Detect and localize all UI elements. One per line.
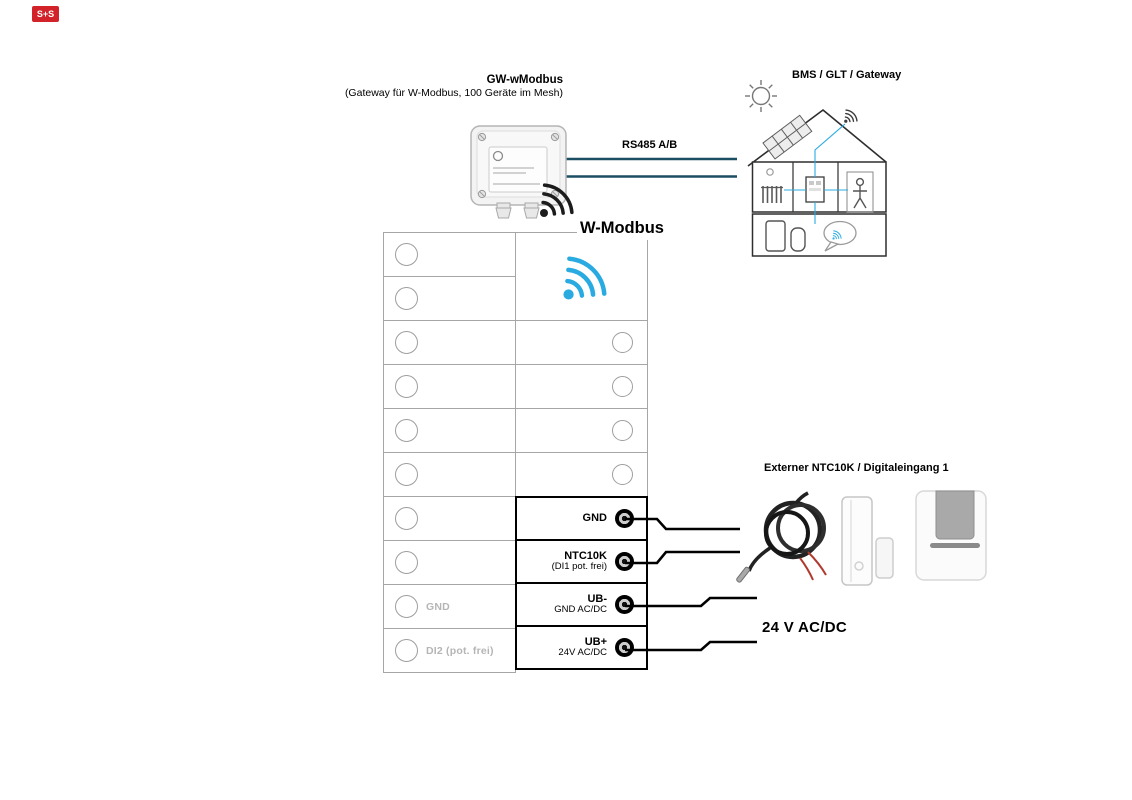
network-links xyxy=(784,123,848,224)
terminal-caption: NTC10K (DI1 pot. frei) xyxy=(552,550,607,573)
terminal-sublabel: GND AC/DC xyxy=(554,604,607,616)
person-icon xyxy=(846,171,874,213)
bms-label: BMS / GLT / Gateway xyxy=(792,69,902,81)
roof-wifi-icon xyxy=(843,109,858,124)
ntc-cable-sensor xyxy=(736,491,827,583)
gateway-device xyxy=(470,125,567,219)
terminal-cell-gnd: GND xyxy=(515,496,648,541)
terminal-right-column: GND NTC10K (DI1 pot. frei) UB- GND AC/DC xyxy=(515,232,648,670)
terminal-sublabel: (DI1 pot. frei) xyxy=(551,561,607,573)
terminal-caption: UB- GND AC/DC xyxy=(554,593,607,616)
terminal-row xyxy=(383,452,516,497)
terminal-row xyxy=(383,364,516,409)
terminal-hole xyxy=(395,287,418,310)
wmodbus-radio-cell xyxy=(515,232,648,321)
terminal-row xyxy=(383,320,516,365)
terminal-hole xyxy=(395,507,418,530)
bms-building xyxy=(747,109,887,257)
rs485-bus-lines xyxy=(566,157,737,178)
boiler-icons xyxy=(765,220,806,252)
terminal-hole xyxy=(395,639,418,662)
terminal-cell-ub-minus: UB- GND AC/DC xyxy=(515,582,648,627)
external-input-title: Externer NTC10K / Digitaleingang 1 xyxy=(764,462,949,474)
terminal-hole xyxy=(612,376,633,397)
terminal-row-gnd: GND xyxy=(383,584,516,629)
terminal-row-di2: DI2 (pot. frei) xyxy=(383,628,516,673)
voltage-label: 24 V AC/DC xyxy=(762,619,847,636)
brand-logo: S+S xyxy=(32,6,59,22)
door-contact-sensor xyxy=(841,496,894,586)
gateway-subtitle: (Gateway für W-Modbus, 100 Geräte im Mes… xyxy=(344,87,563,99)
solar-panel xyxy=(762,114,813,160)
terminal-caption: GND xyxy=(583,512,607,524)
rs485-label: RS485 A/B xyxy=(622,139,678,151)
terminal-hole xyxy=(395,419,418,442)
terminal-label: UB- xyxy=(587,593,607,606)
terminal-row xyxy=(383,540,516,585)
bubble-wifi-icon xyxy=(831,230,842,241)
device-screws xyxy=(477,132,560,199)
terminal-hole xyxy=(612,464,633,485)
gateway-title: GW-wModbus xyxy=(486,74,563,86)
radiator-icon xyxy=(761,186,783,203)
sun-icon xyxy=(745,80,777,112)
terminal-point xyxy=(615,552,634,571)
terminal-row xyxy=(515,408,648,453)
terminal-label: UB+ xyxy=(584,636,607,649)
terminal-hole xyxy=(395,463,418,486)
left-label-di2: DI2 (pot. frei) xyxy=(426,644,494,657)
gateway-caption: GW-wModbus (Gateway für W-Modbus, 100 Ge… xyxy=(300,74,563,99)
brand-logo-text: S+S xyxy=(36,9,55,19)
device-logo xyxy=(492,150,504,162)
terminal-row xyxy=(383,232,516,277)
terminal-hole xyxy=(395,243,418,266)
terminal-hole xyxy=(395,375,418,398)
terminal-hole xyxy=(395,331,418,354)
terminal-row xyxy=(383,496,516,541)
device-label-lines xyxy=(493,167,540,185)
terminal-point xyxy=(615,638,634,657)
thermostat-icon xyxy=(766,168,774,176)
terminal-point xyxy=(615,595,634,614)
terminal-hole xyxy=(395,595,418,618)
terminal-hole xyxy=(395,551,418,574)
terminal-caption: UB+ 24V AC/DC xyxy=(558,636,607,659)
terminal-cell-ub-plus: UB+ 24V AC/DC xyxy=(515,625,648,670)
terminal-row xyxy=(515,320,648,365)
speech-bubble xyxy=(823,220,857,252)
terminal-row xyxy=(383,276,516,321)
terminal-point xyxy=(615,509,634,528)
left-label-gnd: GND xyxy=(426,600,450,613)
terminal-left-column: GND DI2 (pot. frei) xyxy=(383,232,516,673)
terminal-sublabel: 24V AC/DC xyxy=(558,647,607,659)
keycard-switch xyxy=(915,490,987,581)
terminal-hole xyxy=(612,332,633,353)
wmodbus-label: W-Modbus xyxy=(577,219,667,240)
wallpad-icon xyxy=(805,176,825,203)
cable-glands xyxy=(495,202,540,219)
terminal-label: GND xyxy=(582,512,607,525)
terminal-row xyxy=(383,408,516,453)
terminal-row xyxy=(515,452,648,497)
terminal-cell-ntc10k: NTC10K (DI1 pot. frei) xyxy=(515,539,648,584)
gateway-wifi-icon xyxy=(538,183,574,219)
terminal-row xyxy=(515,364,648,409)
terminal-hole xyxy=(612,420,633,441)
terminal-label: NTC10K xyxy=(564,550,607,563)
